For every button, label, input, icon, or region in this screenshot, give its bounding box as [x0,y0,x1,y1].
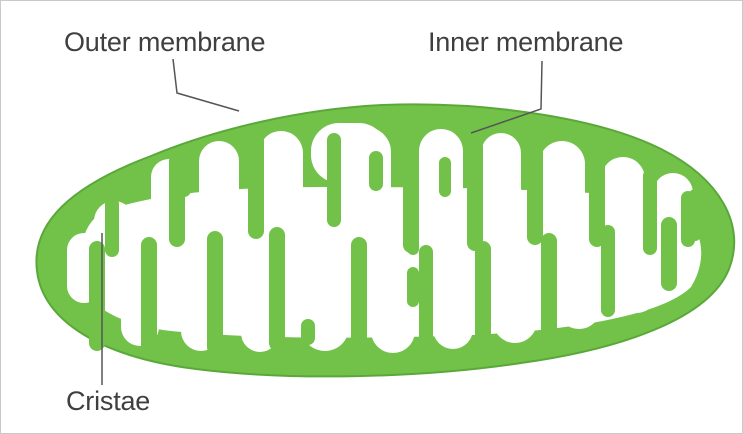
crista-20 [661,217,677,291]
crista-4 [327,133,341,227]
crista-6 [467,139,483,251]
inner-membrane-label: Inner membrane [428,29,623,56]
crista-9 [643,169,657,255]
crista-14 [269,227,285,351]
cristae-label: Cristae [66,388,150,415]
crista-3 [248,133,264,239]
crista-16 [419,245,433,355]
crista-1 [105,197,119,257]
crista-15 [351,237,367,357]
crista-18 [541,233,557,337]
outer-membrane-label: Outer membrane [64,29,265,56]
crista-17 [475,241,491,349]
crista-13 [207,231,223,355]
crista-19 [601,225,615,317]
crista-12 [141,237,157,357]
outer-membrane-leader [173,59,239,111]
crista-7 [527,141,543,245]
